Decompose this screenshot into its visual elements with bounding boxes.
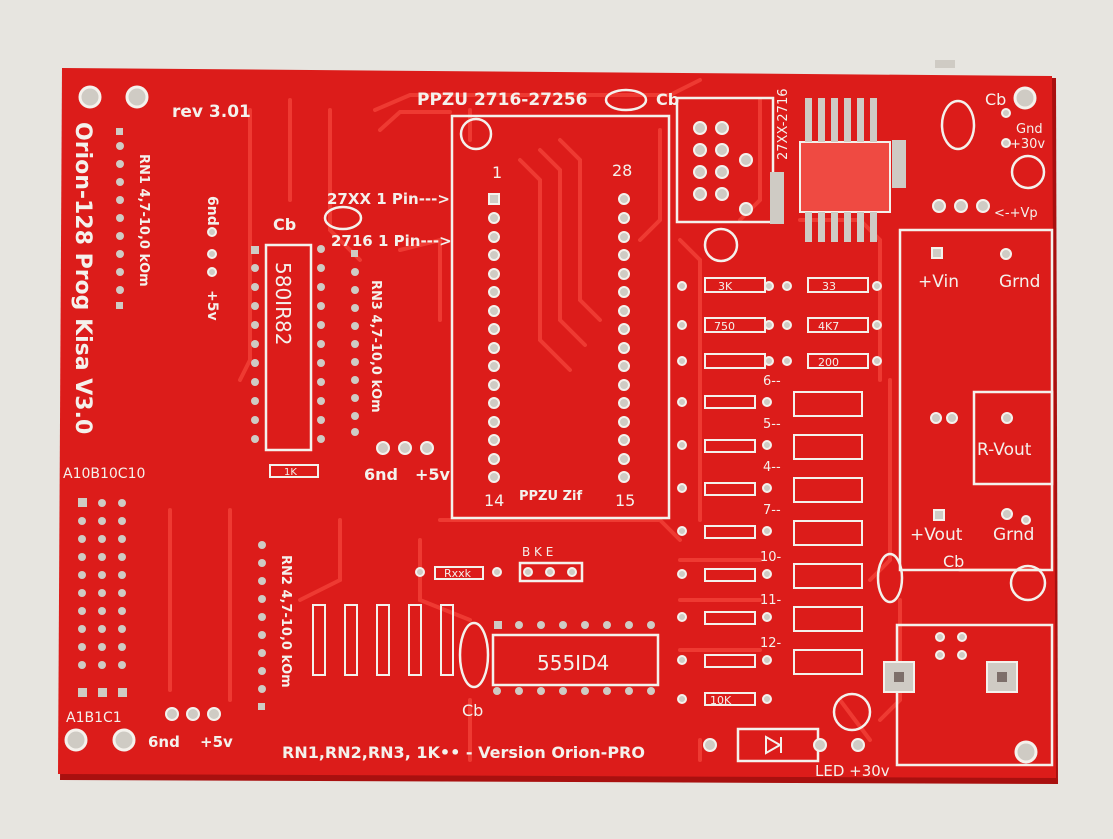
- revision-label: rev 3.01: [172, 102, 251, 122]
- pin-2716-label: 2716 1 Pin--->: [331, 232, 452, 250]
- chip-27xx-label: 27XX-2716: [776, 89, 791, 160]
- mounting-holes: [64, 85, 1038, 764]
- gnd-label-mid: 6nd: [364, 465, 398, 484]
- board-title: Orion-128 Prog Kisa V3.0: [70, 122, 95, 434]
- silkscreen-outlines: [264, 88, 1054, 767]
- zif-socket-outline: [450, 114, 671, 520]
- resistor-value: 200: [818, 356, 839, 369]
- header-pin-grid: [78, 498, 127, 697]
- led-label: LED +30v: [815, 762, 890, 780]
- diode-icon: [765, 735, 783, 755]
- socket-pin-28: 28: [612, 161, 632, 180]
- chip-580ir82-pads: [251, 245, 325, 443]
- gnd-label-vertical: 6nd: [204, 196, 220, 226]
- resistor-value: 750: [714, 320, 735, 333]
- vin-label: +Vin: [918, 272, 959, 292]
- socket-name: PPZU Zif: [519, 489, 582, 504]
- rn2-label: RN2 4,7-10,0 kOm: [278, 555, 293, 688]
- cb-label-bottom: Cb: [462, 701, 483, 720]
- rxxk-label: Rxxk: [444, 567, 472, 580]
- plus5v-label-bottom: +5v: [200, 733, 233, 751]
- gnd-label-bottom: 6nd: [148, 733, 180, 751]
- gnd-label-right: Gnd: [1016, 122, 1043, 137]
- chip-555-pads: [493, 621, 655, 695]
- power-jack-pads: [883, 661, 1018, 693]
- chip-580ir82-label: 580IR82: [271, 262, 295, 345]
- socket-pin-15: 15: [615, 491, 635, 510]
- cb-label-top: Cb: [656, 90, 679, 109]
- row-number: 5--: [763, 417, 781, 432]
- chip-555id4-label: 555ID4: [537, 651, 609, 675]
- chip-555id4-outline: [491, 633, 660, 687]
- chip-27xx-smd: [770, 60, 955, 242]
- resistor-value: 10K: [710, 694, 732, 707]
- header-bottom-label: A1B1C1: [66, 710, 122, 726]
- r-vout-label: R-Vout: [977, 440, 1032, 460]
- row-number: 12-: [760, 636, 782, 651]
- resistor-value: 4K7: [818, 320, 839, 333]
- grnd-label-bottom: Grnd: [993, 525, 1034, 545]
- plus30v-label-right: +30v: [1010, 137, 1045, 152]
- pin-27xx-label: 27XX 1 Pin--->: [327, 190, 450, 208]
- footer-note: RN1,RN2,RN3, 1K•• - Version Orion-PRO: [282, 743, 645, 762]
- vp-label: <-+Vp: [994, 206, 1038, 221]
- misc-pads: [165, 108, 1031, 752]
- plus5v-label-vertical: +5v: [204, 290, 220, 321]
- resistor-value: 3K: [718, 280, 733, 293]
- vout-label: +Vout: [910, 525, 963, 545]
- row-number: 10-: [760, 550, 782, 565]
- cb-label-topright: Cb: [985, 90, 1006, 109]
- rn3-label: RN3 4,7-10,0 kOm: [368, 280, 383, 413]
- ppzu-top-label: PPZU 2716-27256: [417, 90, 587, 110]
- rn1-label: RN1 4,7-10,0 kOm: [136, 154, 151, 287]
- grnd-label-top: Grnd: [999, 272, 1040, 292]
- socket-pin-14: 14: [484, 491, 504, 510]
- bke-label: B K E: [522, 545, 553, 559]
- resistor-value: 1K: [284, 467, 297, 478]
- row-number: 4--: [763, 460, 781, 475]
- row-number: 11-: [760, 593, 782, 608]
- cb-label-right: Cb: [943, 552, 964, 571]
- resistor-network-pads: [116, 128, 359, 710]
- socket-pin-1: 1: [492, 163, 502, 182]
- row-number: 7--: [763, 503, 781, 518]
- zif-pads: [488, 193, 630, 483]
- resistor-value: 33: [822, 280, 836, 293]
- row-number: 6--: [763, 374, 781, 389]
- chip-580ir82-outline: [264, 243, 313, 452]
- header-top-label: A10B10C10: [63, 466, 145, 482]
- plus5v-label-mid: +5v: [415, 465, 451, 484]
- cb-label-left: Cb: [273, 215, 296, 234]
